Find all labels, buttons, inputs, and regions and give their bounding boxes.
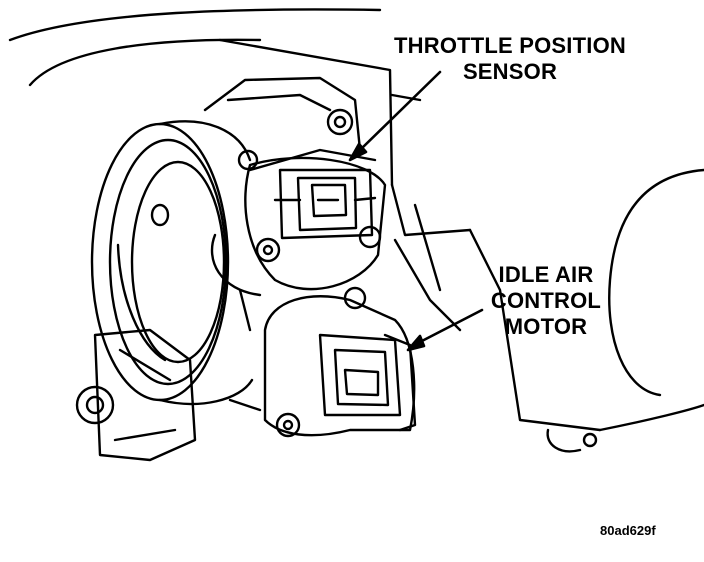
figure-id: 80ad629f xyxy=(600,523,656,538)
idle-air-control-motor xyxy=(263,286,417,438)
intake-manifold-outline xyxy=(8,8,704,432)
tps-label-line-2: SENSOR xyxy=(462,59,558,84)
tps-callout-arrow xyxy=(348,70,442,162)
iac-callout-arrow xyxy=(406,308,484,352)
throttle-body-casting xyxy=(203,76,377,412)
throttle-position-sensor xyxy=(237,149,387,291)
tps-label-line-1: THROTTLE POSITION xyxy=(394,33,626,58)
iac-label-line-2: CONTROL xyxy=(490,288,602,313)
throttle-position-sensor-label: THROTTLE POSITION SENSOR xyxy=(380,33,640,85)
iac-label-line-1: IDLE AIR xyxy=(498,262,594,287)
throttle-linkage xyxy=(75,328,197,462)
idle-air-control-motor-label: IDLE AIR CONTROL MOTOR xyxy=(476,262,616,340)
manifold-fitting xyxy=(546,428,598,453)
throttle-bore xyxy=(90,120,254,406)
iac-label-line-3: MOTOR xyxy=(504,314,588,339)
